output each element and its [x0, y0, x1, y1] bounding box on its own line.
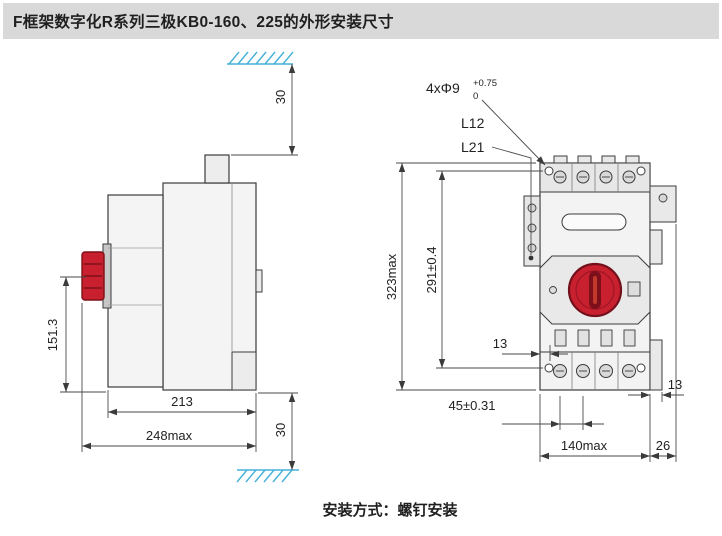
terminal-label-l21: L21	[461, 139, 485, 155]
aux-terminal-strip	[523, 195, 541, 267]
hole-spec-label: 4xΦ9	[426, 80, 460, 96]
mounting-holes	[544, 166, 646, 373]
mounting-surface-hatch-top	[227, 51, 294, 65]
dim-depth: 213	[171, 394, 193, 409]
side-view-dimensions	[60, 64, 298, 470]
dim-height-max: 323max	[384, 253, 399, 300]
mounting-surface-hatch-bottom	[236, 469, 299, 483]
side-view	[81, 154, 263, 391]
dim-side-block: 26	[656, 438, 670, 453]
dim-width-max: 140max	[561, 438, 608, 453]
dim-clearance-top: 30	[273, 90, 288, 104]
dim-pole-pitch: 45±0.31	[449, 398, 496, 413]
dim-hole-span: 291±0.4	[424, 247, 439, 294]
bottom-terminal-screws	[553, 364, 636, 378]
hole-tolerance-lower: 0	[473, 91, 478, 102]
front-view-dimensions	[396, 162, 684, 462]
operating-handle-side	[81, 251, 105, 301]
dim-clearance-bottom: 30	[273, 423, 288, 437]
terminal-label-l12: L12	[461, 115, 485, 131]
rotary-knob	[567, 262, 623, 318]
dim-depth-max: 248max	[146, 428, 193, 443]
dim-handle-height: 151.3	[45, 319, 60, 352]
dim-pole-offset: 13	[493, 336, 507, 351]
top-terminal-screws	[553, 170, 636, 184]
title-bar: F框架数字化R系列三极KB0-160、225的外形安装尺寸	[3, 3, 719, 39]
hole-tolerance-upper: +0.75	[473, 78, 497, 89]
mounting-note: 安装方式：螺钉安装	[322, 502, 458, 519]
front-view	[523, 155, 677, 391]
dim-flange-step: 13	[668, 377, 682, 392]
phase-barriers	[554, 329, 636, 347]
leader-dot	[528, 255, 534, 261]
page-title: F框架数字化R系列三极KB0-160、225的外形安装尺寸	[13, 14, 394, 31]
